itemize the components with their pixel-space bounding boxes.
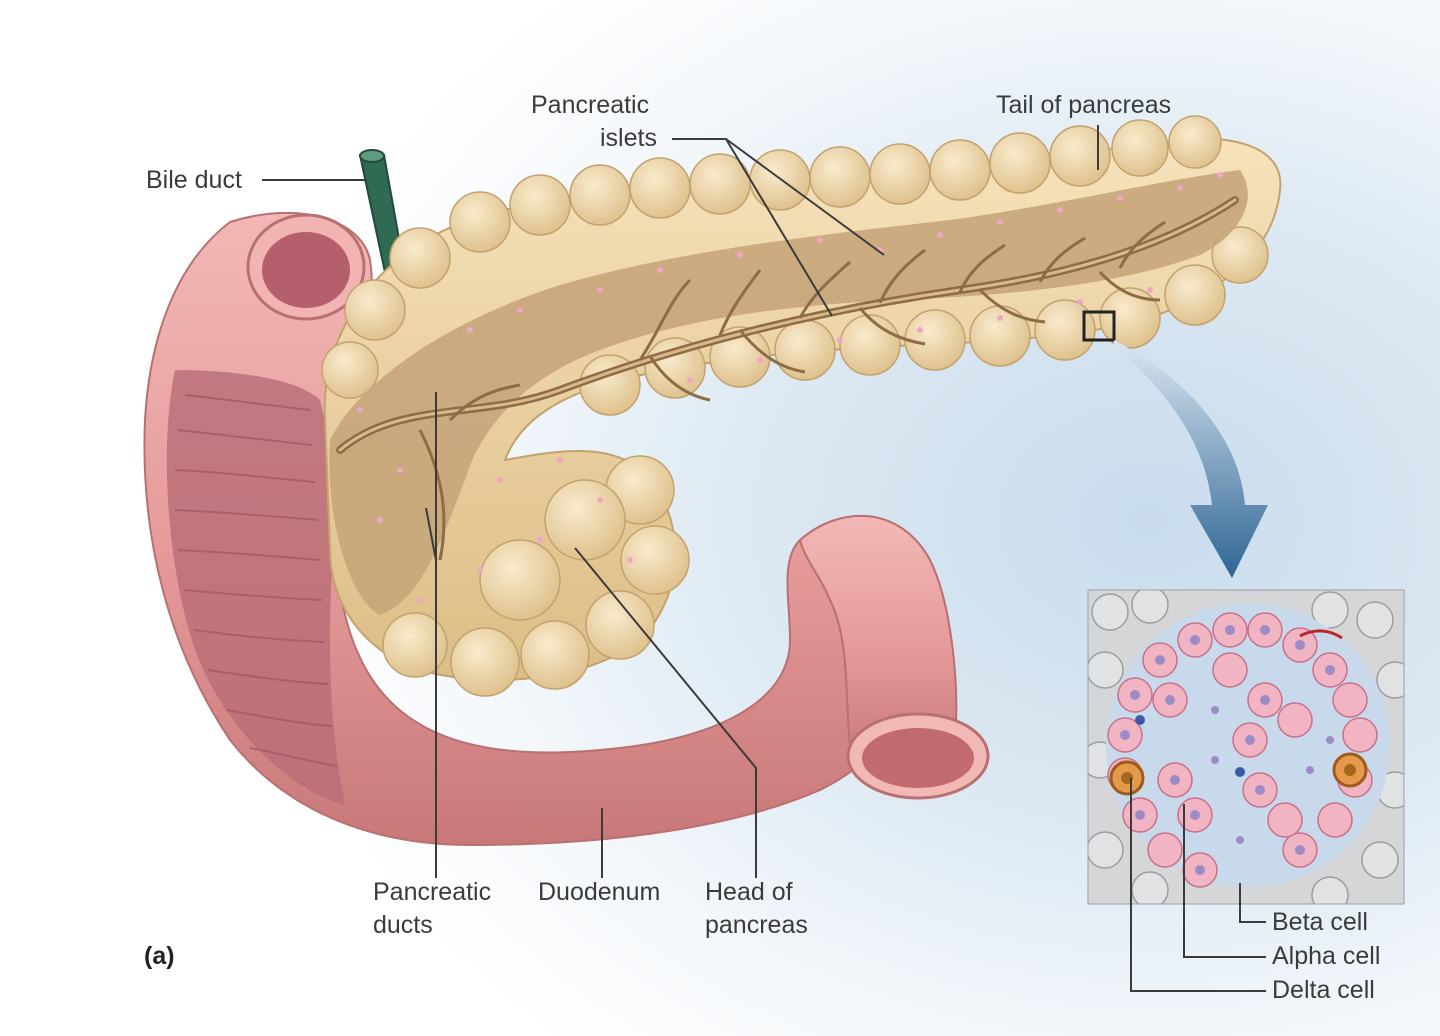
label-alpha-cell: Alpha cell (1272, 942, 1381, 970)
zoom-arrow (1114, 340, 1268, 578)
label-duodenum: Duodenum (538, 878, 661, 906)
label-pancreatic-ducts-line1: Pancreatic (373, 878, 492, 906)
label-head-of-pancreas-line1: Head of (705, 878, 793, 906)
pancreas-shape (321, 115, 1282, 697)
leader-lines (262, 125, 1266, 992)
islet-dots (357, 172, 1223, 603)
label-pancreatic-islets-line1: Pancreatic (531, 91, 650, 119)
label-bile-duct: Bile duct (146, 166, 242, 194)
panel-label: (a) (144, 942, 175, 970)
label-pancreatic-ducts-line2: ducts (373, 911, 433, 939)
label-delta-cell: Delta cell (1272, 976, 1375, 1004)
zoom-box (1082, 310, 1116, 342)
islet-inset (1088, 590, 1404, 904)
label-beta-cell: Beta cell (1272, 908, 1368, 936)
label-pancreatic-islets-line2: islets (600, 124, 657, 152)
label-head-of-pancreas-line2: pancreas (705, 911, 808, 939)
label-tail-of-pancreas: Tail of pancreas (996, 91, 1172, 119)
